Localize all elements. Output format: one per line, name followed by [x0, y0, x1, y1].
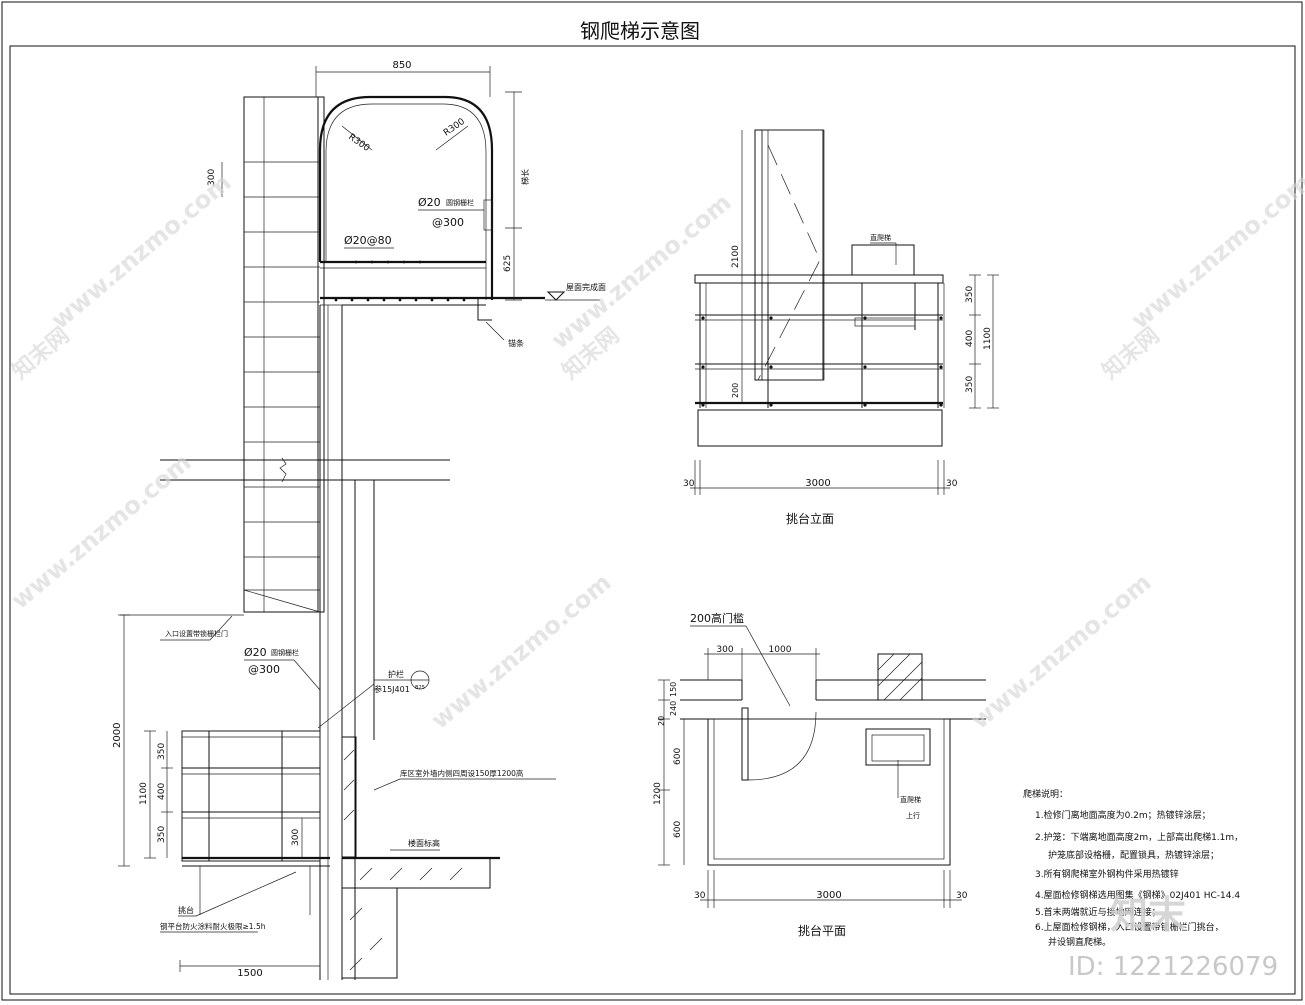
notes-block: 爬梯说明： 1.检修门离地面高度为0.2m；热镀锌涂层； 2.护笼：下端离地面高… — [1023, 788, 1243, 948]
sheet-title: 钢爬梯示意图 — [580, 19, 700, 43]
svg-text:知末网: 知末网 — [7, 322, 74, 384]
svg-text:挑台: 挑台 — [178, 905, 194, 915]
note-item: 4.屋面检修钢梯选用图集《钢梯》02J401 HC-14.4 — [1035, 889, 1240, 901]
note-item: 5.首末两端就近与接地网连接； — [1035, 906, 1161, 918]
svg-text:R300: R300 — [442, 117, 467, 139]
svg-text:www.znzmo.com: www.znzmo.com — [6, 448, 197, 614]
note-item: 6.上屋面检修钢梯，入口设置带锁栅栏门挑台， — [1035, 921, 1224, 933]
svg-text:350: 350 — [157, 826, 167, 843]
svg-text:30: 30 — [694, 891, 706, 901]
svg-text:1100: 1100 — [139, 782, 149, 805]
svg-text:3000: 3000 — [816, 890, 841, 901]
svg-text:Ø20@80: Ø20@80 — [344, 234, 392, 247]
svg-text:350: 350 — [965, 286, 975, 303]
ladder-section: R300 R300 锚条 屋面完成面 — [112, 60, 606, 980]
svg-text:1500: 1500 — [237, 968, 262, 979]
note-item: 3.所有钢爬梯室外钢构件采用热镀锌 — [1035, 868, 1179, 880]
svg-text:R300: R300 — [346, 132, 371, 154]
inner-frame — [9, 45, 1296, 995]
notes-heading: 爬梯说明： — [1023, 788, 1068, 800]
svg-text:直爬梯: 直爬梯 — [900, 795, 921, 804]
note-item: 护笼底部设格栅，配置锁具，热镀锌涂层； — [1048, 849, 1219, 861]
svg-text:350: 350 — [157, 743, 167, 760]
svg-text:屋面完成面: 屋面完成面 — [566, 282, 606, 292]
note-item: 2.护笼：下端离地面高度2m，上部高出爬梯1.1m， — [1035, 831, 1243, 843]
plan-caption: 挑台平面 — [798, 923, 846, 938]
svg-text:www.znzmo.com: www.znzmo.com — [1126, 168, 1305, 334]
svg-text:B25: B25 — [415, 685, 425, 691]
svg-text:300: 300 — [291, 829, 301, 846]
note-item: 1.检修门离地面高度为0.2m；热镀锌涂层； — [1035, 809, 1211, 821]
svg-text:850: 850 — [392, 60, 411, 71]
svg-text:@300: @300 — [432, 216, 464, 229]
svg-text:3000: 3000 — [805, 478, 830, 489]
svg-text:知末网: 知末网 — [1097, 322, 1164, 384]
svg-text:2000: 2000 — [112, 723, 123, 748]
svg-text:Ø20: Ø20 — [418, 196, 441, 209]
svg-text:楼面标高: 楼面标高 — [408, 838, 440, 848]
svg-text:600: 600 — [673, 748, 683, 765]
svg-text:@300: @300 — [248, 663, 280, 676]
svg-text:护栏: 护栏 — [388, 669, 404, 679]
svg-text:www.znzmo.com: www.znzmo.com — [546, 188, 737, 354]
svg-text:钢平台防火涂料耐火极限≥1.5h: 钢平台防火涂料耐火极限≥1.5h — [160, 921, 266, 931]
svg-text:350: 350 — [965, 376, 975, 393]
svg-text:150: 150 — [669, 682, 678, 697]
platform-elevation: 直爬梯 2100 200 350 400 350 — [683, 129, 999, 526]
svg-text:2100: 2100 — [731, 245, 741, 268]
svg-text:上行: 上行 — [906, 811, 920, 820]
svg-text:300: 300 — [207, 169, 217, 186]
svg-text:1200: 1200 — [653, 782, 663, 805]
svg-text:www.znzmo.com: www.znzmo.com — [426, 568, 617, 734]
svg-text:30: 30 — [956, 891, 968, 901]
svg-text:200高门槛: 200高门槛 — [690, 611, 744, 625]
id-watermark: ID: 1221226079 — [1068, 952, 1278, 982]
svg-text:30: 30 — [946, 479, 958, 489]
svg-text:直爬梯: 直爬梯 — [870, 233, 891, 242]
elevation-caption: 挑台立面 — [786, 511, 834, 526]
svg-text:锚条: 锚条 — [508, 338, 524, 348]
svg-text:入口设置带锁栅栏门: 入口设置带锁栅栏门 — [165, 629, 228, 638]
svg-text:300: 300 — [716, 645, 733, 655]
svg-text:Ø20: Ø20 — [244, 646, 267, 659]
svg-text:400: 400 — [157, 783, 167, 800]
note-item: 并设钢直爬梯。 — [1048, 936, 1111, 948]
svg-text:240: 240 — [669, 701, 678, 716]
svg-text:www.znzmo.com: www.znzmo.com — [966, 568, 1157, 734]
svg-text:圆钢栅栏: 圆钢栅栏 — [446, 198, 474, 207]
svg-text:400: 400 — [965, 330, 975, 347]
svg-text:200: 200 — [731, 383, 740, 398]
svg-text:梯长: 梯长 — [520, 169, 530, 185]
svg-text:20: 20 — [657, 716, 666, 726]
svg-text:30: 30 — [683, 479, 695, 489]
svg-text:圆钢栅栏: 圆钢栅栏 — [271, 648, 299, 657]
svg-text:625: 625 — [503, 255, 513, 272]
svg-text:1100: 1100 — [983, 327, 993, 350]
svg-text:600: 600 — [673, 821, 683, 838]
platform-plan: 直爬梯 上行 200高门槛 300 1000 150 240 20 600 12… — [653, 611, 986, 938]
svg-text:www.znzmo.com: www.znzmo.com — [46, 168, 237, 334]
svg-text:参15J401: 参15J401 — [374, 684, 410, 694]
svg-text:1000: 1000 — [769, 645, 792, 655]
logo-watermark: 知末 — [1110, 893, 1186, 937]
svg-text:库区室外墙内侧四周设150厚1200高: 库区室外墙内侧四周设150厚1200高 — [400, 768, 524, 778]
